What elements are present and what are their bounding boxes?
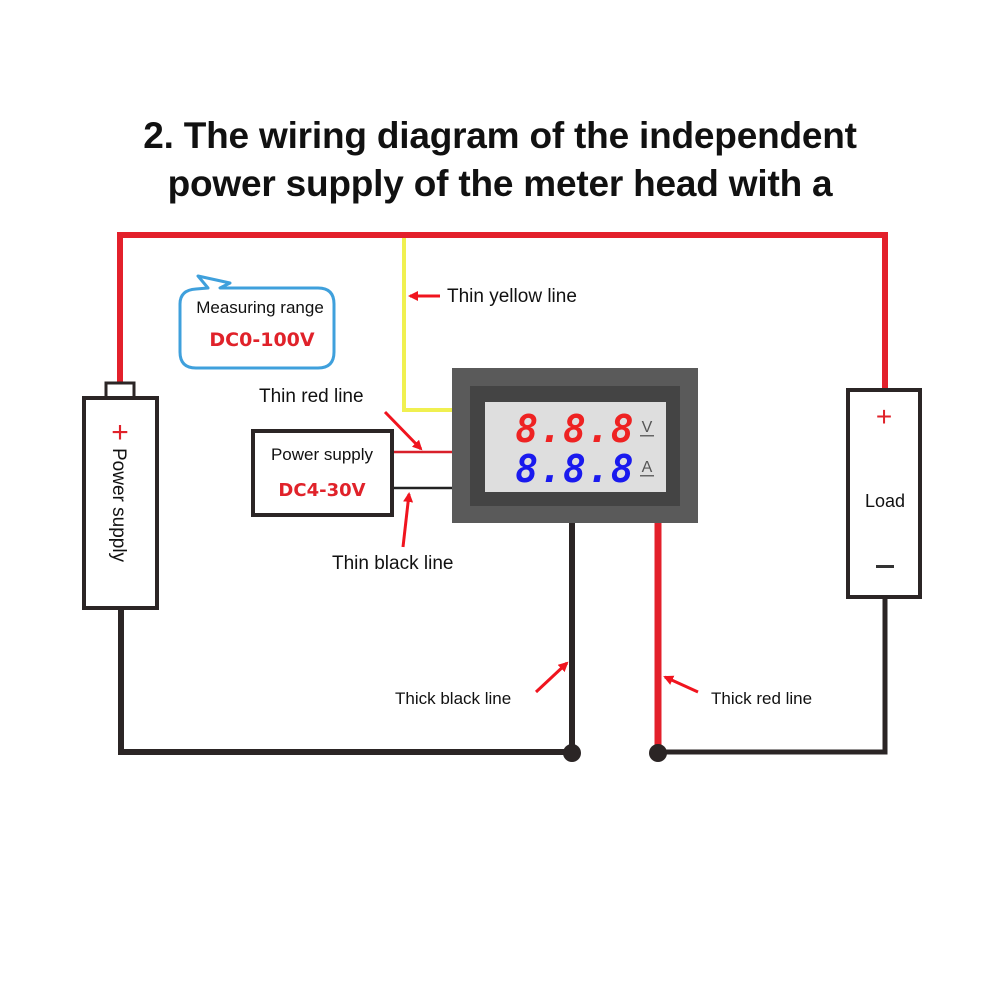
thin-red-label: Thin red line [259, 386, 364, 407]
thick-black-wire [118, 522, 575, 755]
aux-power-supply: Power supply DC4-30V [251, 429, 394, 517]
junction-dot-black [563, 744, 581, 762]
meter-lcd [485, 402, 666, 492]
battery-label: Power supply [108, 448, 129, 563]
load-minus-sign [876, 565, 894, 568]
thick-red-label: Thick red line [711, 689, 812, 708]
title-line-2: power supply of the meter head with a [167, 163, 833, 204]
bubble-outline [178, 274, 336, 370]
battery-plus-sign: + [111, 416, 129, 449]
bubble-label: Measuring range [196, 298, 324, 317]
aux-supply-value: DC4-30V [278, 480, 365, 501]
battery-body [82, 396, 159, 610]
title-line-1: 2. The wiring diagram of the independent [143, 115, 857, 156]
load-negative-wire [658, 596, 888, 755]
voltage-unit-underline [640, 435, 654, 437]
aux-supply-body [251, 429, 394, 517]
load-body [846, 388, 922, 599]
measuring-range-bubble: Measuring range DC0-100V [178, 274, 336, 370]
load: + Load [846, 388, 922, 599]
bubble-value: DC0-100V [209, 329, 314, 351]
main-positive-wire [117, 232, 888, 391]
voltage-unit: V [642, 419, 653, 436]
load-plus-sign: + [876, 401, 892, 432]
current-reading: 8.8.8 [515, 447, 634, 491]
thin-yellow-wire [402, 238, 455, 412]
meter-head: 8.8.8 V 8.8.8 A [452, 368, 698, 523]
thin-black-label: Thin black line [332, 553, 453, 574]
thin-red-arrow [383, 410, 423, 451]
aux-supply-label: Power supply [271, 445, 374, 464]
thick-red-arrow [663, 675, 699, 694]
thin-yellow-label: Thin yellow line [447, 286, 577, 307]
battery: + Power supply [82, 381, 159, 610]
thin-black-arrow [401, 492, 414, 548]
voltage-reading: 8.8.8 [515, 407, 634, 451]
current-unit-underline [640, 475, 654, 477]
thick-black-arrow [534, 661, 569, 694]
load-label: Load [865, 491, 905, 511]
junction-dot-red [649, 744, 667, 762]
current-unit: A [642, 459, 653, 476]
diagram-title: 2. The wiring diagram of the independent… [0, 112, 1000, 208]
thick-black-label: Thick black line [395, 689, 511, 708]
